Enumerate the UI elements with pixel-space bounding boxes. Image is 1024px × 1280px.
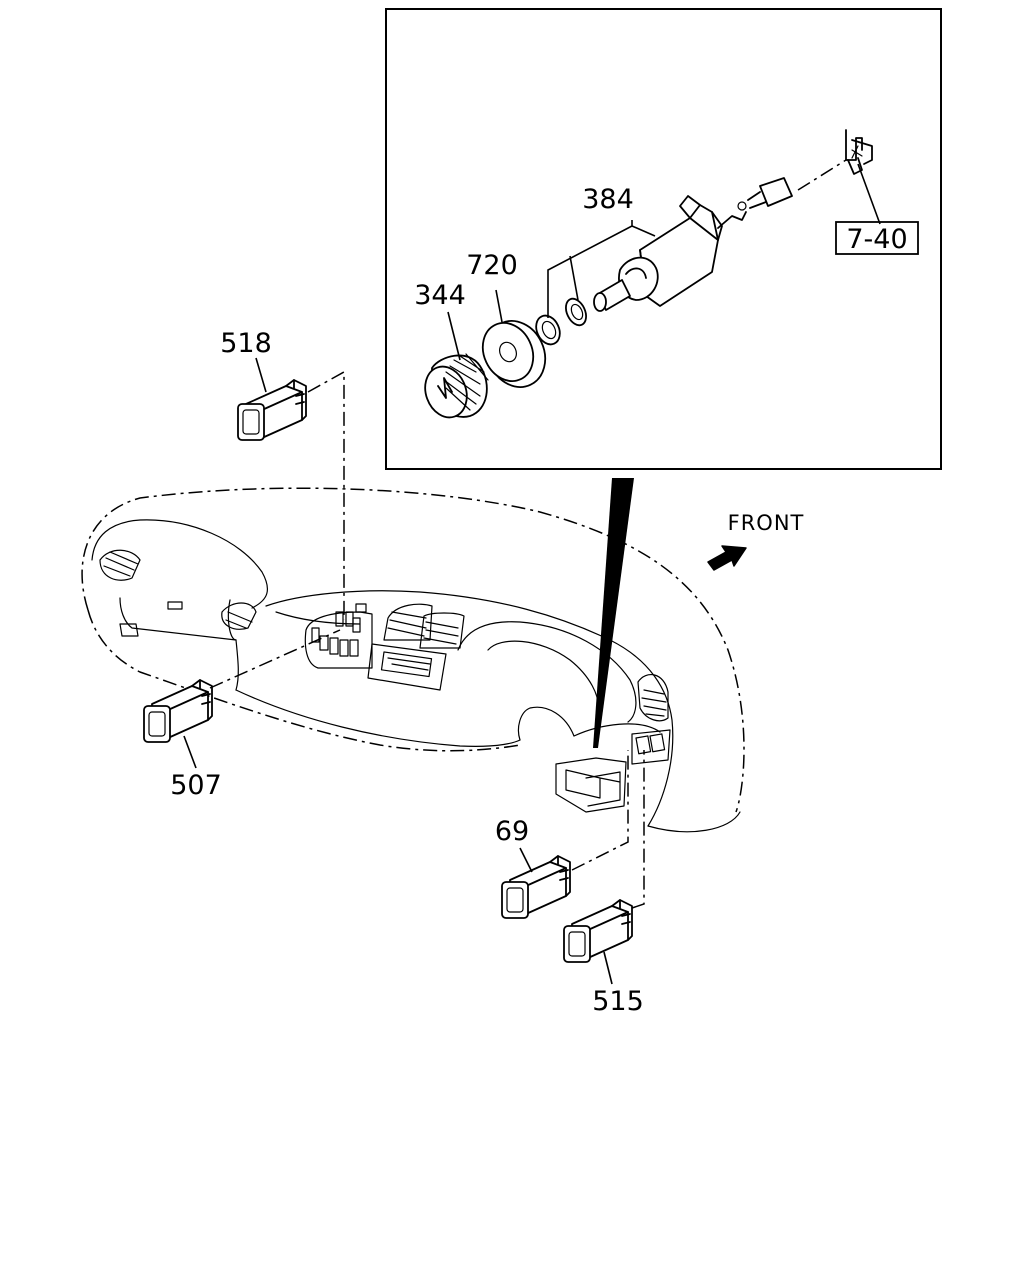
label-720: 720 (466, 250, 518, 281)
label-507: 507 (170, 770, 222, 801)
label-ref-7-40: 7-40 (846, 224, 907, 255)
knob-344 (424, 353, 489, 419)
switch-515 (563, 899, 633, 963)
switch-69 (501, 855, 571, 919)
detail-inset: 384 720 344 7-40 (385, 8, 942, 470)
label-344: 344 (414, 280, 466, 311)
rheostat-switch-384 (593, 177, 793, 312)
arrow-icon (707, 545, 747, 571)
label-384: 384 (582, 184, 634, 215)
front-label: FRONT (728, 511, 805, 535)
connector-clip (845, 129, 873, 175)
label-515: 515 (592, 986, 644, 1017)
bezel-720 (481, 320, 547, 388)
label-69: 69 (495, 816, 529, 847)
callout-wedge (593, 478, 634, 748)
switch-507 (143, 679, 213, 743)
ref-box (835, 221, 919, 255)
front-indicator: FRONT (707, 511, 805, 571)
label-518: 518 (220, 328, 272, 359)
washer-pair (535, 297, 587, 346)
switch-518 (237, 379, 307, 441)
instrument-panel (81, 487, 745, 833)
